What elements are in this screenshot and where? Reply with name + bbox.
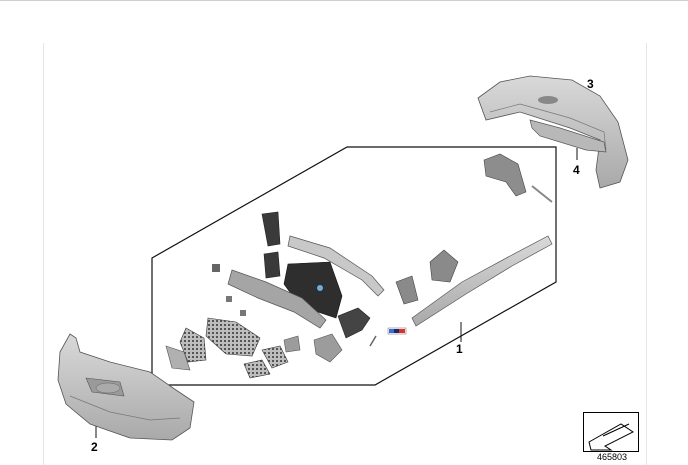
callout-1: 1 <box>456 342 463 356</box>
rear-bumper <box>477 75 629 189</box>
document-number: 465803 <box>597 452 628 462</box>
top-border <box>0 0 688 1</box>
kit-parts <box>165 153 553 379</box>
arrow-icon <box>588 423 634 451</box>
callout-4: 4 <box>573 163 580 177</box>
callout-2: 2 <box>91 440 98 454</box>
callout-3: 3 <box>587 77 594 91</box>
rear-diffuser <box>529 119 607 153</box>
front-bumper <box>57 333 195 441</box>
drawing-sheet <box>43 43 647 465</box>
